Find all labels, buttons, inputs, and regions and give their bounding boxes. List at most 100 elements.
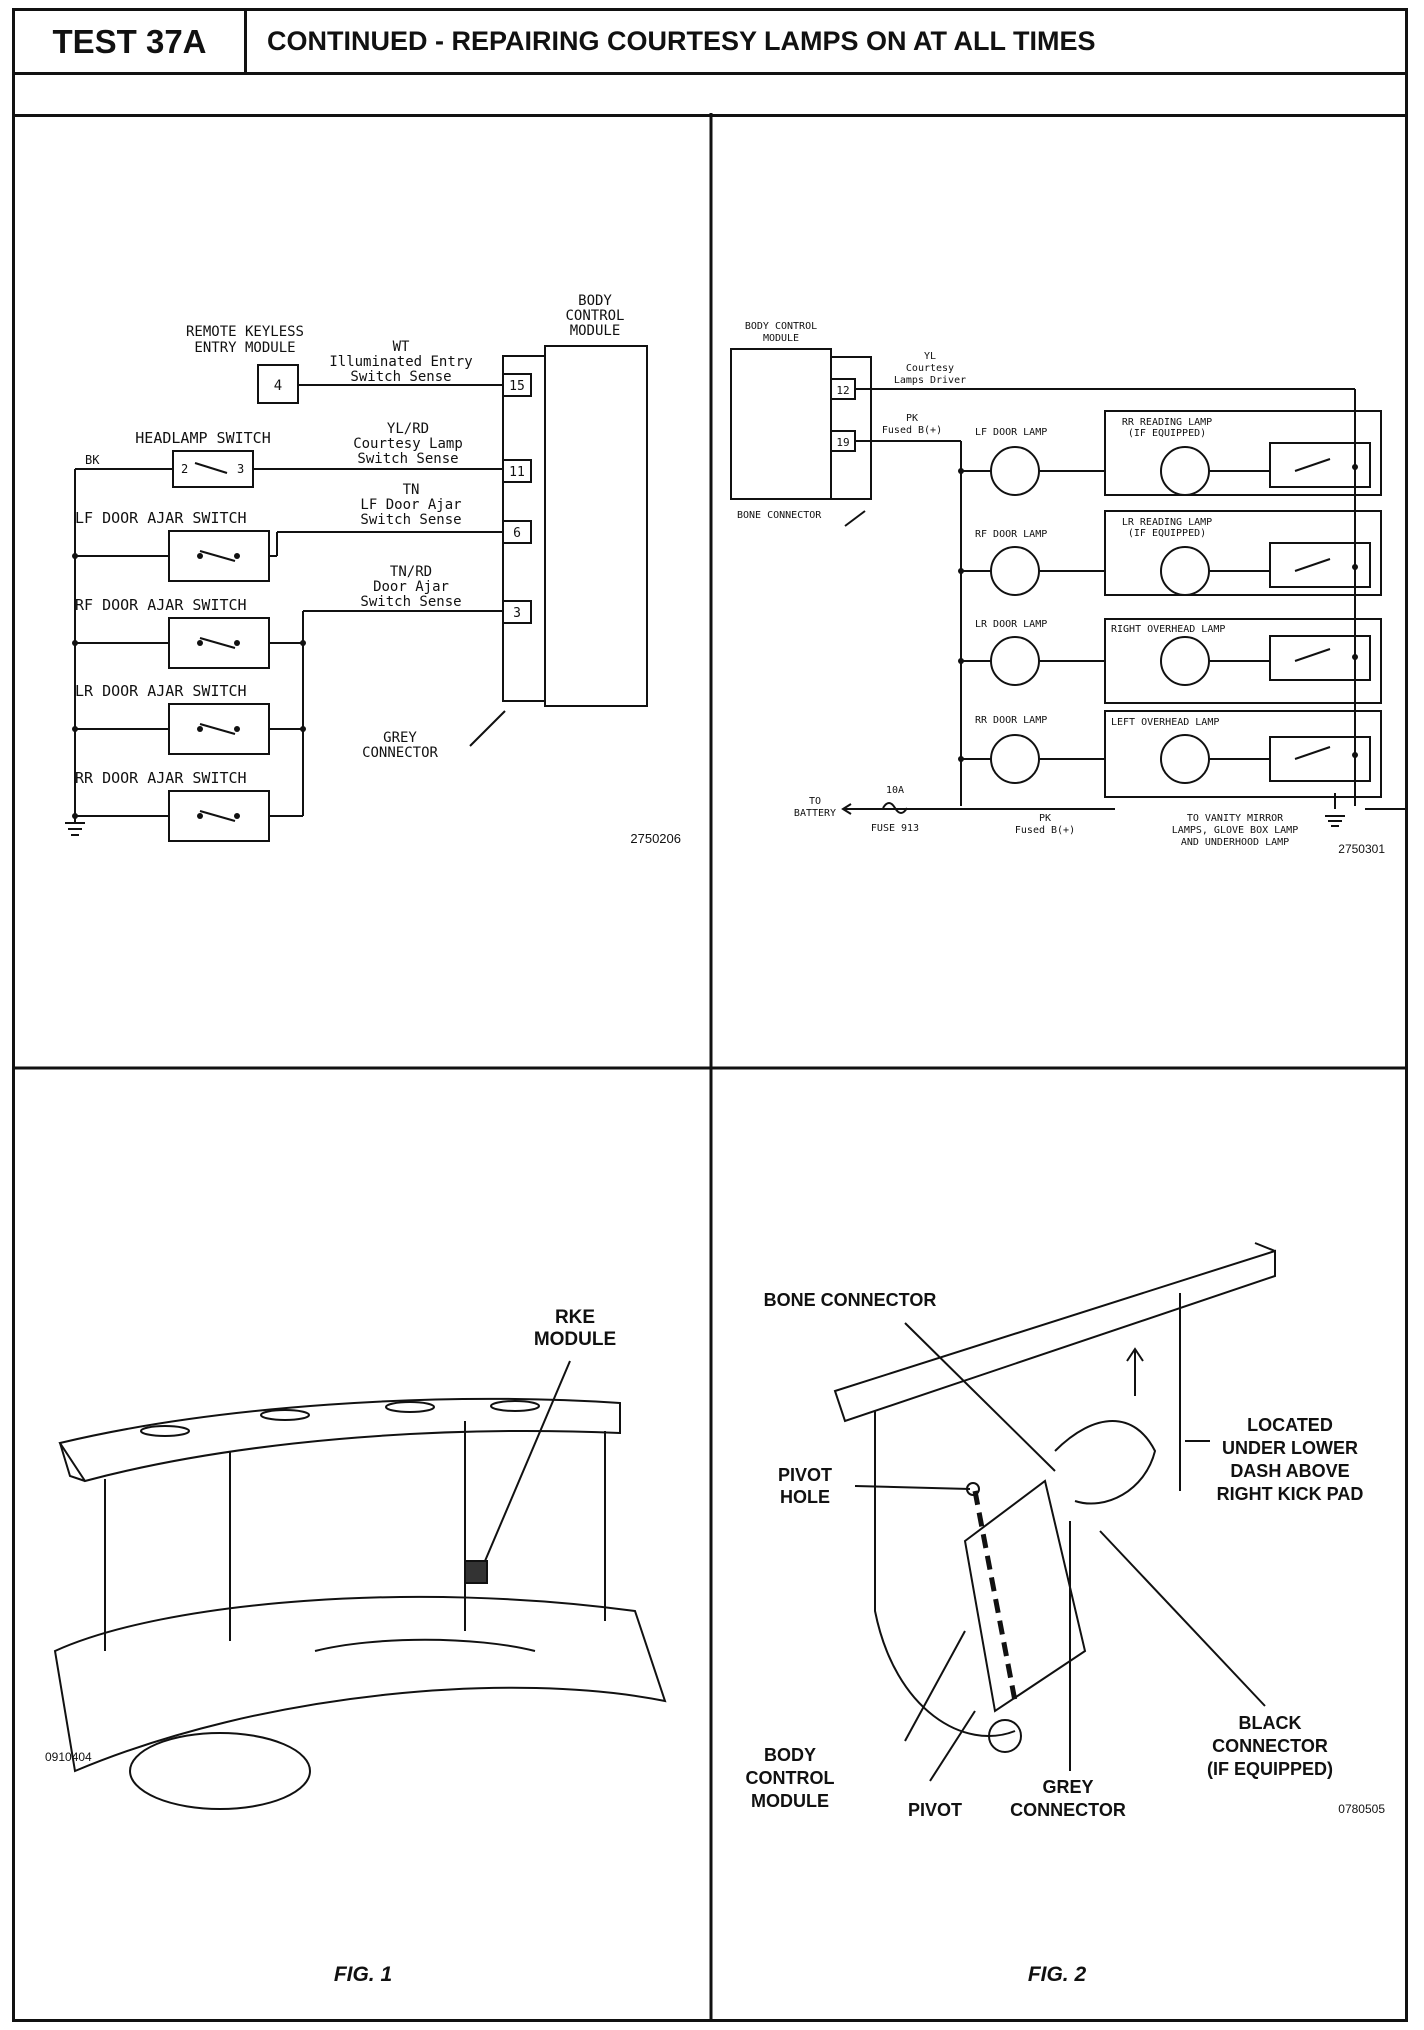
fuse-symbol — [882, 802, 908, 814]
pin-6: 6 — [513, 526, 521, 541]
switch-blades — [199, 550, 236, 822]
lr-door-lamp-bulb — [990, 636, 1040, 686]
yl-color: YL — [924, 351, 936, 362]
pin-15: 15 — [509, 379, 525, 394]
grey-connector-leader — [469, 710, 506, 747]
wiring-diagram-courtesy-lamps — [730, 348, 1405, 827]
test-id: TEST 37A — [15, 11, 247, 75]
bone-connector-label: BONE CONNECTOR — [737, 510, 822, 521]
rr-door-lamp-bulb — [990, 734, 1040, 784]
pk-bottom-line: Fused B(+) — [1015, 825, 1075, 836]
vent-3 — [385, 1401, 435, 1413]
bcm-bracket — [963, 1479, 1087, 1713]
located-arrowhead — [1126, 1347, 1144, 1362]
lf-switch-label: LF DOOR AJAR SWITCH — [75, 509, 247, 527]
rr-reading-2: (IF EQUIPPED) — [1128, 428, 1206, 439]
grey-callout-2: CONNECTOR — [1010, 1800, 1126, 1820]
fuse-rating: 10A — [886, 785, 904, 796]
pivot-leader — [929, 1710, 976, 1782]
figures-canvas: BODY CONTROL MODULE REMOTE KEYLESS ENTRY… — [15, 113, 1405, 2019]
page-title: CONTINUED - REPAIRING COURTESY LAMPS ON … — [247, 11, 1405, 75]
fig1-labels: RKE MODULE 0910404 FIG. 1 — [45, 1307, 616, 1986]
tn-line1: LF Door Ajar — [360, 497, 461, 513]
wt-color: WT — [393, 339, 410, 355]
rr-switch-label: RR DOOR AJAR SWITCH — [75, 769, 247, 787]
black-callout-3: (IF EQUIPPED) — [1207, 1759, 1333, 1779]
rke-leader — [484, 1360, 571, 1562]
tnrd-line2: Switch Sense — [360, 594, 461, 610]
fig2-labels: BONE CONNECTOR PIVOT HOLE LOCATED UNDER … — [746, 1290, 1386, 1986]
yl-line2: Lamps Driver — [894, 375, 966, 386]
rr-reading-1: RR READING LAMP — [1122, 417, 1212, 428]
rf-door-lamp-label: RF DOOR LAMP — [975, 529, 1047, 540]
headlamp-switch-label: HEADLAMP SWITCH — [135, 429, 270, 447]
fig2-caption: FIG. 2 — [1028, 1963, 1087, 1986]
rr-reading-bulb — [1160, 446, 1210, 496]
bcm-label-1: BODY — [578, 293, 612, 309]
rke-module-shape — [464, 1560, 488, 1584]
left-overhead-bulb — [1160, 734, 1210, 784]
vanity-2: LAMPS, GLOVE BOX LAMP — [1172, 825, 1298, 836]
right-overhead-lamp-box — [1104, 618, 1382, 704]
ylrd-color: YL/RD — [387, 421, 429, 437]
lr-door-lamp-label: LR DOOR LAMP — [975, 619, 1047, 630]
pin-3: 3 — [513, 606, 521, 621]
wire-harness — [1054, 1420, 1157, 1505]
pivot-hole-2: HOLE — [780, 1487, 830, 1507]
vanity-1: TO VANITY MIRROR — [1187, 813, 1284, 824]
tn-line2: Switch Sense — [360, 512, 461, 528]
lamp-junctions — [958, 464, 1358, 762]
fig1-caption: FIG. 1 — [334, 1963, 392, 1986]
lr-reading-1: LR READING LAMP — [1122, 517, 1212, 528]
pk-color: PK — [906, 413, 918, 424]
right-overhead-bulb — [1160, 636, 1210, 686]
bcm-connector-block — [502, 355, 546, 702]
located-2: UNDER LOWER — [1222, 1438, 1358, 1458]
battery-2: BATTERY — [794, 808, 836, 819]
battery-arrow — [841, 803, 852, 815]
pivot-callout: PIVOT — [908, 1800, 962, 1820]
rke-callout-1: RKE — [555, 1307, 595, 1328]
pivot-axis — [972, 1490, 1018, 1702]
right-overhead-switch — [1269, 635, 1371, 681]
grey-connector-2: CONNECTOR — [362, 745, 438, 761]
battery-1: TO — [809, 796, 821, 807]
bcm2-label-1: BODY CONTROL — [745, 321, 817, 332]
pk-bottom-color: PK — [1039, 813, 1051, 824]
diagram1-labels: BODY CONTROL MODULE REMOTE KEYLESS ENTRY… — [75, 293, 681, 846]
rf-door-lamp-bulb — [990, 546, 1040, 596]
lf-door-lamp-bulb — [990, 446, 1040, 496]
fuse-label: FUSE 913 — [871, 823, 919, 834]
fig2-mount-illustration — [833, 1242, 1276, 1782]
grey-callout-1: GREY — [1042, 1777, 1093, 1797]
wt-line1: Illuminated Entry — [329, 354, 472, 370]
tn-color: TN — [403, 482, 420, 498]
pivot-shape — [988, 1719, 1022, 1753]
switch-contacts — [72, 553, 306, 819]
bone-connector-callout: BONE CONNECTOR — [764, 1290, 937, 1310]
rke-pin: 4 — [274, 378, 282, 394]
bcm-callout-2: CONTROL — [746, 1768, 835, 1788]
service-page: TEST 37A CONTINUED - REPAIRING COURTESY … — [12, 8, 1408, 2022]
lr-reading-lamp-box — [1104, 510, 1382, 596]
panel-left — [874, 1411, 1016, 1737]
rke-label-2: ENTRY MODULE — [194, 340, 295, 356]
bcm-box-2 — [730, 348, 832, 500]
located-4: RIGHT KICK PAD — [1217, 1484, 1364, 1504]
lr-reading-switch — [1269, 542, 1371, 588]
left-overhead-lamp-box — [1104, 710, 1382, 798]
fig-number-2750301: 2750301 — [1338, 842, 1385, 856]
headlamp-pin-3: 3 — [237, 462, 244, 476]
lr-reading-bulb — [1160, 546, 1210, 596]
bone-connector-leader — [904, 1322, 1056, 1472]
vent-2 — [260, 1409, 310, 1421]
pivot-hole-leader — [854, 1485, 971, 1490]
headlamp-switch-blade — [194, 462, 228, 474]
bone-leader — [844, 510, 866, 527]
steering-wheel — [129, 1732, 311, 1810]
fig-number-2750206: 2750206 — [630, 831, 681, 846]
located-3: DASH ABOVE — [1230, 1461, 1349, 1481]
tnrd-color: TN/RD — [390, 564, 432, 580]
lf-door-lamp-label: LF DOOR LAMP — [975, 427, 1047, 438]
diagram2-labels: BODY CONTROL MODULE 12 19 YL Courtesy La… — [737, 321, 1385, 856]
